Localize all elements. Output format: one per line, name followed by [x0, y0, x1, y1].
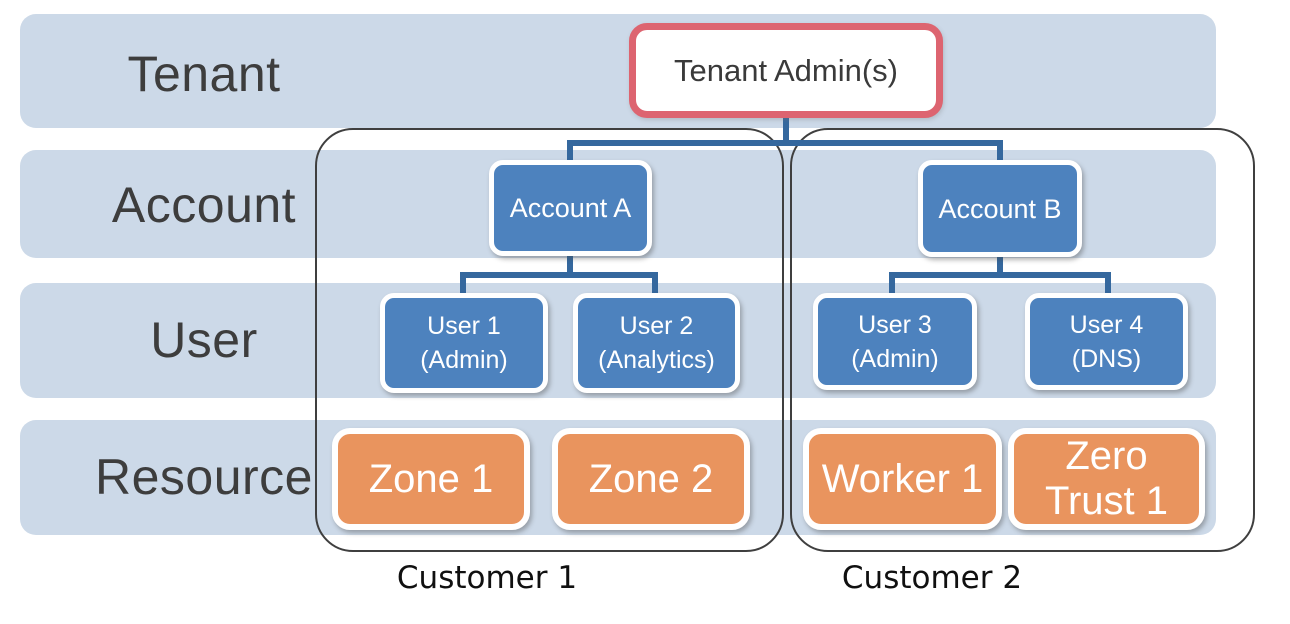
node-user-1: User 1 (Admin): [380, 293, 548, 393]
node-zone-2: Zone 2: [552, 428, 750, 530]
node-account-b-label: Account B: [938, 193, 1062, 224]
node-account-a-label: Account A: [509, 193, 632, 223]
node-user-4-name: User 4: [1069, 310, 1144, 339]
lane-label-tenant: Tenant: [127, 46, 281, 102]
edge-accounta-users: [460, 272, 658, 298]
node-user-4-role: (DNS): [1071, 344, 1142, 373]
node-zone-2-label: Zone 2: [588, 456, 714, 501]
node-user-2: User 2 (Analytics): [573, 293, 740, 393]
node-worker-1: Worker 1: [803, 428, 1002, 530]
node-user-3-role: (Admin): [851, 344, 939, 373]
edge-tenantadmin-accounts: [567, 140, 1003, 165]
node-user-3-name: User 3: [858, 310, 932, 339]
node-user-3: User 3 (Admin): [813, 293, 977, 390]
lane-label-account: Account: [111, 177, 297, 233]
node-zero-trust-1-line2: Trust 1: [1045, 479, 1168, 523]
group-label-customer-2: Customer 2: [841, 560, 1023, 596]
node-account-a: Account A: [489, 160, 652, 256]
node-tenant-admins-label: Tenant Admin(s): [674, 52, 898, 88]
node-zone-1: Zone 1: [332, 428, 530, 530]
node-zero-trust-1: Zero Trust 1: [1008, 428, 1205, 530]
node-tenant-admins: Tenant Admin(s): [629, 23, 943, 118]
edge-accountb-users: [889, 272, 1111, 298]
node-zone-1-label: Zone 1: [368, 456, 494, 501]
node-worker-1-label: Worker 1: [821, 456, 984, 501]
node-user-2-name: User 2: [619, 312, 694, 340]
group-outline-customer-2: [790, 128, 1255, 552]
node-user-1-role: (Admin): [420, 346, 508, 374]
node-zero-trust-1-line1: Zero: [1065, 434, 1148, 478]
lane-label-user: User: [150, 312, 258, 368]
group-outline-customer-1: [315, 128, 784, 552]
node-user-1-name: User 1: [427, 312, 501, 340]
node-account-b: Account B: [918, 160, 1082, 257]
group-label-customer-1: Customer 1: [396, 560, 578, 596]
node-user-2-role: (Analytics): [598, 346, 715, 374]
node-user-4: User 4 (DNS): [1025, 293, 1188, 390]
lane-label-resource: Resource: [95, 449, 313, 505]
lane-tenant: [20, 14, 1216, 128]
